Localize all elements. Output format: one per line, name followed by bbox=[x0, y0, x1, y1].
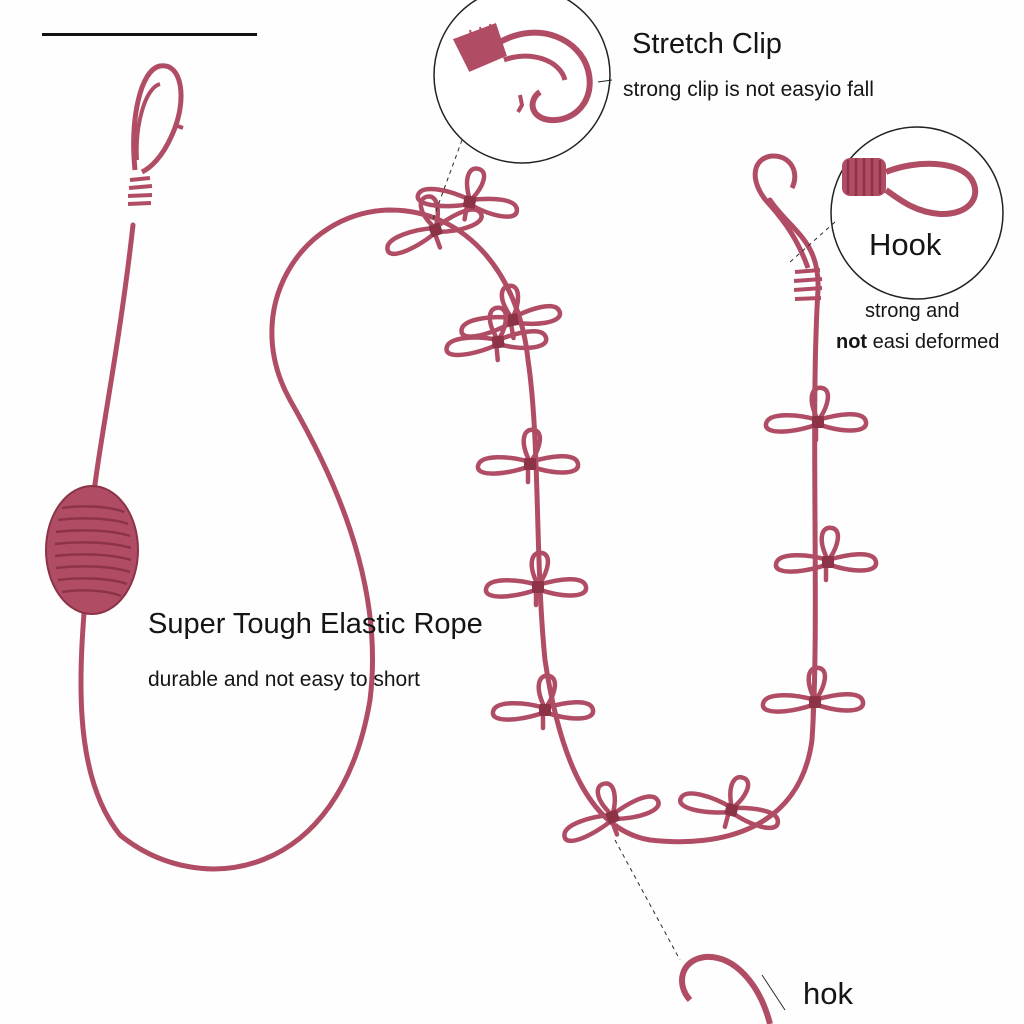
clip-spring bbox=[524, 458, 536, 470]
hook-leader bbox=[789, 221, 836, 263]
clip-wire bbox=[678, 791, 735, 815]
clip-wire bbox=[499, 283, 521, 318]
bottom-hook-title: hok bbox=[803, 976, 853, 1011]
rope-coil-knot bbox=[45, 485, 139, 615]
rope-title: Super Tough Elastic Rope bbox=[148, 608, 483, 640]
clip-spring bbox=[463, 195, 477, 209]
clip-wire bbox=[483, 578, 541, 599]
clip-wire bbox=[464, 166, 487, 201]
bottom-hook bbox=[679, 953, 773, 1024]
clip-wire bbox=[444, 335, 501, 358]
clip-wire bbox=[806, 665, 828, 701]
clip-wire bbox=[462, 203, 470, 222]
clip-wire bbox=[763, 413, 821, 434]
clip-wire bbox=[542, 700, 596, 721]
bottom-hook-leader bbox=[614, 839, 681, 961]
clip-wire bbox=[467, 196, 520, 219]
clip-wire bbox=[418, 194, 440, 228]
right-hook bbox=[752, 153, 823, 301]
clip-wire bbox=[825, 552, 879, 573]
clip-wire bbox=[487, 305, 509, 341]
stretch-clip-title: Stretch Clip bbox=[632, 28, 782, 60]
clips-group bbox=[385, 166, 879, 844]
clip-wire bbox=[535, 577, 589, 598]
clip-wire bbox=[609, 794, 661, 822]
hook-subtitle-rest: easi deformed bbox=[867, 331, 1000, 353]
clip-wire bbox=[475, 455, 533, 476]
clip-wire bbox=[819, 525, 841, 561]
clip-wire bbox=[432, 207, 484, 235]
clip-wire bbox=[521, 427, 543, 463]
clip-wire bbox=[773, 553, 831, 574]
stretch-clip-subtitle: strong clip is not easyio fall bbox=[623, 78, 874, 101]
clip-wire bbox=[415, 186, 473, 209]
clip-wire bbox=[490, 701, 548, 722]
clip-wire bbox=[529, 550, 551, 586]
clip-wire bbox=[760, 693, 818, 714]
clip-spring bbox=[724, 803, 739, 817]
clip-wire bbox=[815, 412, 869, 433]
clothespin-clip bbox=[562, 781, 661, 844]
clip-spring bbox=[505, 313, 519, 327]
clip-spring bbox=[491, 335, 505, 349]
stretch-clip-magnifier bbox=[433, 0, 613, 164]
clip-spring bbox=[822, 556, 834, 568]
clip-spring bbox=[539, 704, 551, 716]
clothespin-clip bbox=[444, 305, 549, 363]
clip-spring bbox=[532, 581, 544, 593]
clip-spring bbox=[812, 416, 824, 428]
hook-subtitle-bold: not bbox=[836, 331, 868, 353]
clothespin-clip bbox=[678, 774, 781, 831]
clip-wire bbox=[536, 673, 558, 709]
clip-wire bbox=[609, 819, 620, 837]
clothespin-clip bbox=[773, 525, 879, 583]
clothespin-clip bbox=[415, 166, 520, 222]
bottom-hook-tick bbox=[761, 974, 786, 1011]
clothespin-clip bbox=[763, 385, 869, 443]
clip-spring bbox=[809, 696, 821, 708]
clip-wire bbox=[494, 343, 501, 363]
top-left-hook bbox=[127, 63, 184, 206]
clothespin-clip bbox=[490, 673, 596, 731]
clip-wire bbox=[812, 692, 866, 713]
clip-spring bbox=[428, 222, 443, 238]
clip-wire bbox=[385, 225, 439, 257]
clothespin-clip bbox=[760, 665, 866, 723]
clip-wire bbox=[595, 781, 617, 815]
stretch-clip-leader bbox=[431, 139, 463, 223]
top-rule bbox=[42, 33, 257, 36]
hook-subtitle-line2: not easi deformed bbox=[836, 331, 999, 354]
clip-wire bbox=[527, 454, 581, 475]
hook-magnifier bbox=[830, 126, 1004, 300]
clip-wire bbox=[728, 805, 781, 831]
clothespin-clip bbox=[475, 427, 581, 485]
clip-wire bbox=[728, 774, 751, 809]
rope-subtitle: durable and not easy to short bbox=[148, 668, 421, 691]
hook-title: Hook bbox=[869, 227, 942, 262]
clip-spring bbox=[605, 809, 620, 825]
clothespin-clip bbox=[385, 194, 484, 257]
clip-wire bbox=[495, 329, 549, 351]
clip-wire bbox=[432, 232, 443, 250]
clothespin-clip bbox=[483, 550, 589, 608]
elastic-rope bbox=[78, 197, 821, 872]
clip-wire bbox=[509, 303, 562, 327]
hook-subtitle-line1: strong and bbox=[865, 300, 960, 322]
clip-wire bbox=[562, 812, 616, 844]
clip-wire bbox=[809, 385, 831, 421]
clip-wire bbox=[722, 811, 731, 830]
